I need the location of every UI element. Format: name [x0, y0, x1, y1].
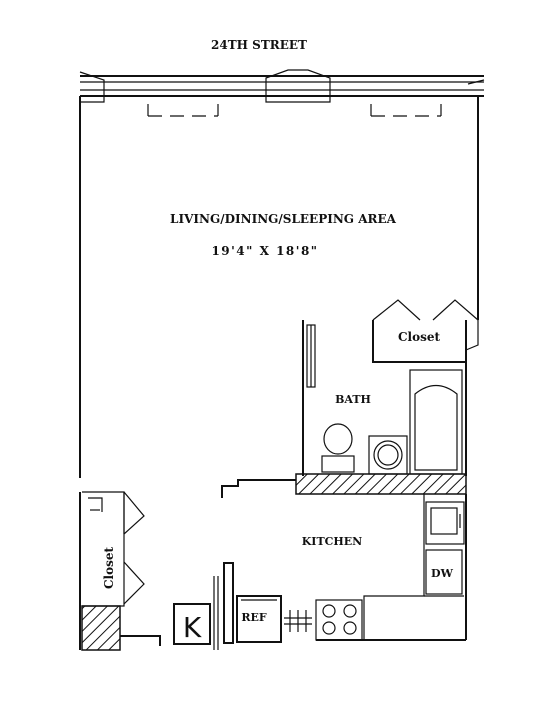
window-right	[370, 104, 442, 117]
k-logo	[173, 603, 211, 645]
stove	[315, 599, 363, 641]
closet-left-label: Closet	[102, 547, 116, 590]
street-label: 24TH STREET	[211, 38, 307, 52]
kitchen-sink	[425, 501, 465, 545]
kitchen-door-jamb	[213, 562, 234, 650]
bathroom	[302, 320, 467, 476]
living-area-dimensions: 19'4" X 18'8"	[211, 244, 318, 258]
closet-right	[372, 299, 479, 363]
refrigerator-label: REF	[241, 611, 267, 624]
vent-symbol	[284, 610, 312, 632]
kitchen-label: KITCHEN	[302, 535, 362, 548]
bath-label: BATH	[335, 393, 371, 406]
refrigerator	[236, 595, 282, 643]
sink	[368, 435, 408, 475]
hatched-wall-bath	[295, 473, 467, 495]
bath-door-jamb	[221, 479, 296, 498]
living-area-label: LIVING/DINING/SLEEPING AREA	[170, 212, 397, 226]
top-wall	[79, 69, 485, 103]
lower-wall-left	[120, 635, 161, 646]
toilet	[323, 423, 353, 455]
window-left	[147, 104, 219, 117]
hatched-wall-lower-left	[81, 605, 121, 651]
dishwasher-label: DW	[431, 567, 454, 580]
k-logo-letter: K	[183, 611, 202, 644]
closet-right-label: Closet	[398, 330, 441, 344]
dishwasher	[425, 549, 463, 595]
